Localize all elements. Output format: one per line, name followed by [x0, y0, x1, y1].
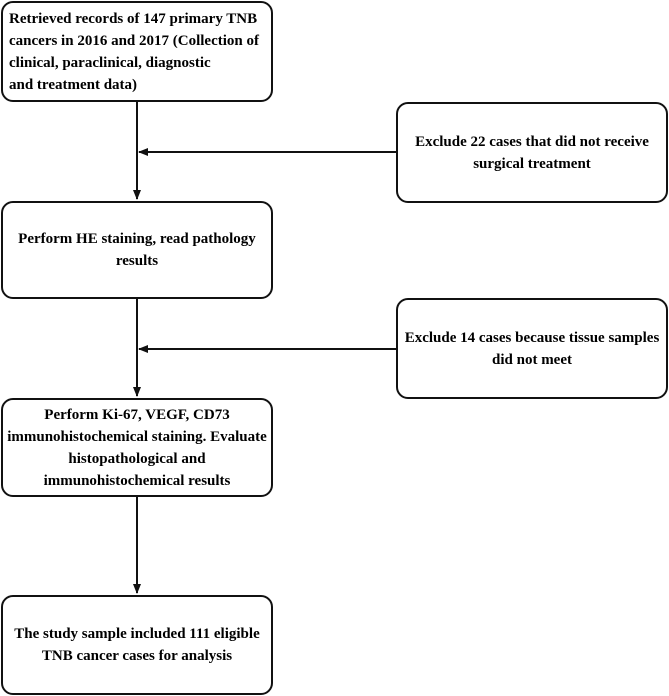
step-he-staining-text: Perform HE staining, read pathology resu…: [18, 231, 256, 269]
exclusion-tissue-samples-box: Exclude 14 cases because tissue samples …: [396, 298, 668, 399]
step-study-sample-text: The study sample included 111 eligible T…: [14, 626, 260, 664]
step-retrieved-records-text: Retrieved records of 147 primary TNB can…: [9, 10, 259, 93]
exclusion-no-surgery-box: Exclude 22 cases that did not receive su…: [396, 102, 668, 203]
step-study-sample-box: The study sample included 111 eligible T…: [1, 595, 273, 695]
step-retrieved-records-box: Retrieved records of 147 primary TNB can…: [1, 1, 273, 102]
step-he-staining-box: Perform HE staining, read pathology resu…: [1, 201, 273, 299]
exclusion-tissue-samples-text: Exclude 14 cases because tissue samples …: [404, 329, 660, 368]
exclusion-no-surgery-text: Exclude 22 cases that did not receive su…: [415, 133, 649, 172]
step-ihc-staining-box: Perform Ki-67, VEGF, CD73 immunohistoche…: [1, 398, 273, 497]
step-ihc-staining-text: Perform Ki-67, VEGF, CD73 immunohistoche…: [7, 406, 267, 489]
